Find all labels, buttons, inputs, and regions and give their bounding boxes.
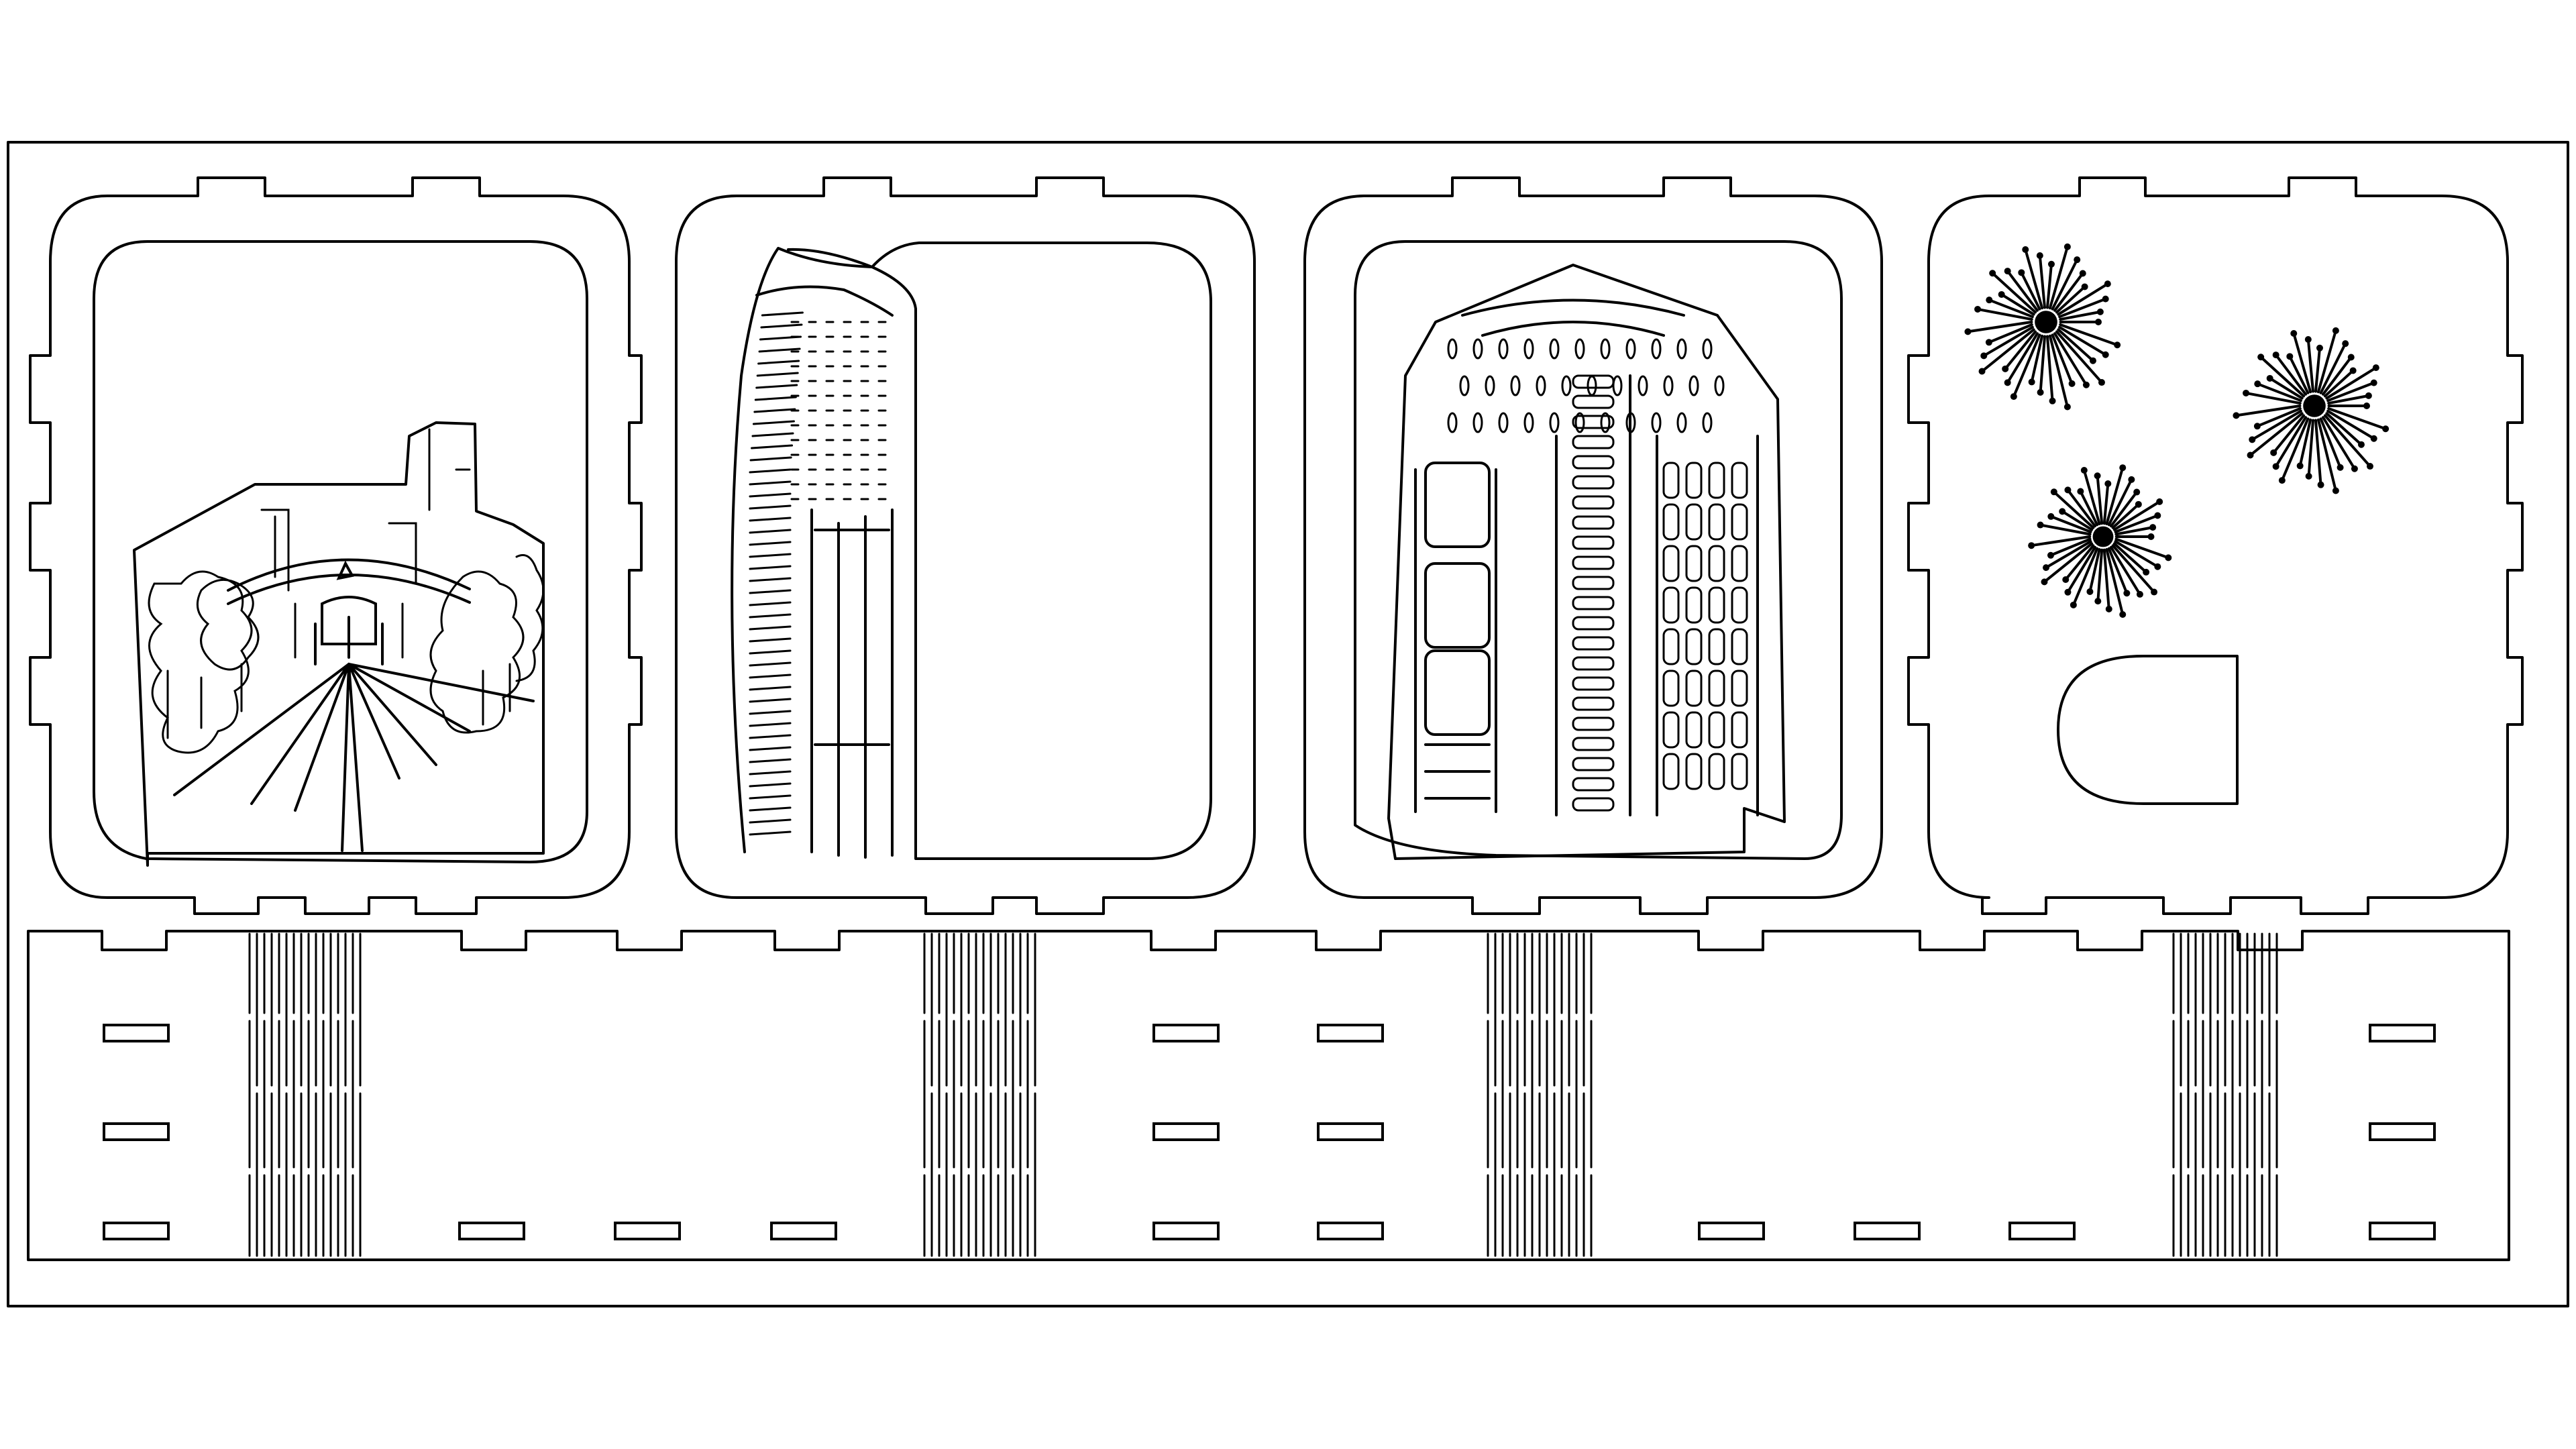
firework-burst-1 bbox=[1964, 243, 2121, 411]
panel-window-1 bbox=[93, 240, 588, 863]
tree-lined-avenue-with-arch-icon bbox=[133, 421, 545, 867]
notch-cutout bbox=[2057, 655, 2239, 805]
panel-window-3 bbox=[1354, 240, 1843, 860]
arched-facade-building-icon bbox=[1387, 264, 1786, 860]
living-hinge-2 bbox=[923, 932, 1036, 1257]
panel-frame-3 bbox=[1303, 176, 1883, 915]
panel-frame-1 bbox=[29, 176, 643, 915]
slot-column-left bbox=[103, 1024, 170, 1240]
firework-burst-3 bbox=[2028, 464, 2172, 618]
firework-burst-2 bbox=[2233, 327, 2390, 494]
slot-column-center-b bbox=[1317, 1024, 1384, 1240]
facade-column-right bbox=[1656, 435, 1759, 816]
facade-column-center bbox=[1555, 374, 1631, 816]
living-hinge-3 bbox=[1487, 932, 1593, 1257]
slot-row-mid-left bbox=[458, 1222, 837, 1240]
base-strip bbox=[27, 930, 2510, 1261]
panel-frame-2 bbox=[675, 176, 1256, 915]
slot-column-right bbox=[2369, 1024, 2436, 1240]
base-strip-outline bbox=[27, 930, 2510, 1261]
panel-frame-4 bbox=[1907, 176, 2524, 915]
slot-column-center-a bbox=[1152, 1024, 1220, 1240]
panel-window-2 bbox=[787, 241, 1212, 860]
tall-curved-skyscraper-icon bbox=[731, 247, 894, 859]
living-hinge-1 bbox=[248, 932, 362, 1257]
living-hinge-4 bbox=[2172, 932, 2278, 1257]
slot-row-mid-right bbox=[1698, 1222, 2076, 1240]
sheet-border bbox=[7, 141, 2569, 1307]
facade-column-left bbox=[1414, 462, 1497, 813]
